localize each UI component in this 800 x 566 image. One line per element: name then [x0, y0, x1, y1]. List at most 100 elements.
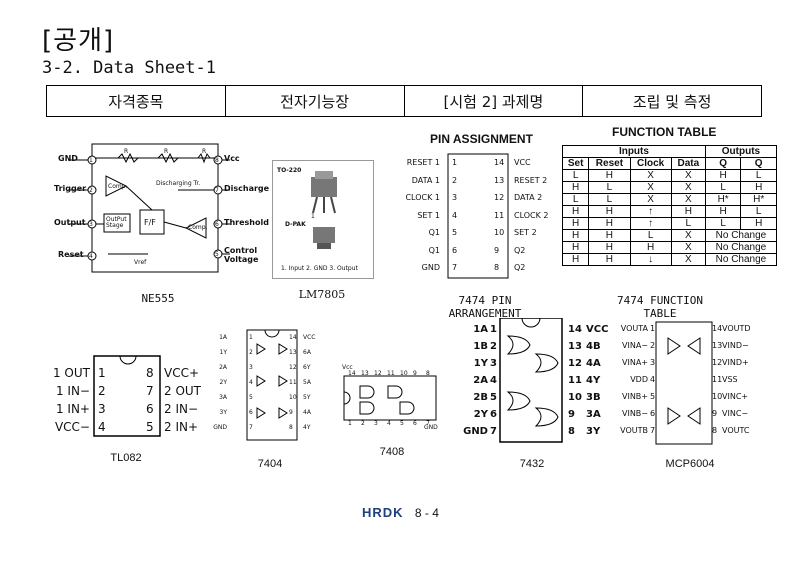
- ic7432-pin-label: 1B: [473, 341, 488, 352]
- ne555-pin-control: Control Voltage: [224, 246, 259, 264]
- ic7408-pin-number: 8: [426, 370, 430, 377]
- tl082-pin-number: 1: [98, 366, 106, 380]
- ft-col: Clock: [629, 157, 672, 170]
- ic7432-pin-label: 4B: [586, 341, 601, 352]
- ic7474-pin-number: 2: [452, 175, 458, 185]
- ic7474-pin-number: 7: [452, 263, 458, 272]
- ic7408-pin-number: 4: [387, 420, 391, 427]
- lm7805-package: D-PAK: [285, 221, 306, 228]
- function-table: Inputs Outputs Set Reset Clock Data Q Q …: [561, 145, 778, 266]
- ic7474-pin-label: RESET 1: [406, 158, 440, 167]
- ic7408-pin-number: 14: [348, 370, 356, 377]
- ne555-block: F/F: [144, 218, 156, 227]
- mcp6004-pin-number: 7: [650, 426, 656, 435]
- ft-col: Q: [740, 157, 777, 170]
- ic7474-pin-label: RESET 2: [514, 175, 548, 185]
- ic7404-pin-number: 3: [249, 364, 253, 371]
- ic7432-pin-label: 2Y: [473, 409, 488, 420]
- section-title: 3-2. Data Sheet-1: [42, 58, 216, 78]
- ic7404-pin-number: 2: [249, 349, 253, 356]
- ic7404-pin-number: 11: [289, 379, 297, 386]
- ic7474-pin-label: CLOCK 1: [405, 193, 440, 202]
- ic7432-pin-number: 2: [490, 341, 497, 352]
- ft-cell: L: [740, 205, 777, 218]
- mcp6004-pin-label: VSS: [722, 375, 738, 384]
- ic7404-pin-number: 1: [249, 334, 253, 341]
- ic7432-pin-label: 1Y: [473, 358, 488, 369]
- ic7474-pin-label: Q1: [428, 228, 440, 237]
- ic7432-pin-number: 14: [568, 324, 582, 335]
- ne555-pin-num: 2: [89, 187, 93, 194]
- ne555-pin-threshold: Threshold: [224, 218, 269, 227]
- tl082-pin-label: 2 IN+: [164, 420, 199, 434]
- ne555-block: Comp.: [108, 183, 128, 190]
- info-cell: [시험 2] 과제명: [405, 86, 584, 116]
- ic7404-pin-number: 14: [289, 334, 297, 341]
- ic7404-pin-label: 2Y: [219, 379, 227, 386]
- ft-cell: H: [561, 205, 590, 218]
- ne555-resistor: R: [164, 148, 169, 155]
- ft-cell: H: [588, 169, 631, 182]
- tl082-pin-number: 6: [146, 402, 154, 416]
- ic7408-pin-number: 9: [413, 370, 417, 377]
- ic7404-pin-number: 4: [249, 379, 253, 386]
- ic7404-pin-number: 7: [249, 424, 253, 431]
- tl082-pin-number: 2: [98, 384, 106, 398]
- tl082-pin-number: 8: [146, 366, 154, 380]
- mcp6004-pin-label: VINC−: [722, 409, 749, 418]
- tl082-caption: TL082: [110, 452, 142, 464]
- ft-col: Data: [670, 157, 706, 170]
- ft-col: Reset: [588, 157, 631, 170]
- ic7404-caption: 7404: [257, 458, 283, 470]
- ft-cell: H: [670, 205, 706, 218]
- ic7432-pin-number: 12: [568, 358, 582, 369]
- ic7432-pin-number: 3: [490, 358, 497, 369]
- tl082-pin-label: 2 OUT: [164, 384, 202, 398]
- mcp6004-pin-number: 13: [712, 341, 723, 350]
- ic7404-pin-label: 3Y: [219, 409, 227, 416]
- ft-cell: L: [588, 193, 631, 206]
- ft-cell: H: [704, 169, 742, 182]
- ft-cell: X: [670, 193, 706, 206]
- ne555-block: OutPut Stage: [106, 216, 127, 229]
- pin-assignment-title: PIN ASSIGNMENT: [430, 132, 533, 146]
- mcp6004-pin-label: VINC+: [722, 392, 749, 401]
- ic7404-pin-number: 13: [289, 349, 297, 356]
- ic7432-pin-label: 2A: [473, 375, 488, 386]
- ic7432-pin-label: VCC: [586, 324, 609, 335]
- mcp6004-pin-number: 2: [650, 341, 656, 350]
- ft-cell: L: [704, 217, 742, 230]
- ft-cell: L: [704, 181, 742, 194]
- ic7474-pin-number: 3: [452, 193, 458, 202]
- function-table-caption: 7474 FUNCTION TABLE: [616, 294, 704, 320]
- ic7474-pin-number: 5: [452, 228, 458, 237]
- tl082-pin-label: 1 IN−: [55, 384, 90, 398]
- ic7408-pin-number: 2: [361, 420, 365, 427]
- ic7404-pin-label: 5Y: [303, 394, 311, 401]
- ic7404-pin-number: 5: [249, 394, 253, 401]
- ne555-block: Comp.: [188, 224, 208, 231]
- ic7408-pin-number: 13: [361, 370, 369, 377]
- ic7474-pin-label: DATA 1: [411, 175, 440, 185]
- lm7805-diagram: TO-220 1 D-PAK 1. Input 2. GND 3. Output: [272, 160, 374, 279]
- mcp6004-pin-label: VDD: [630, 375, 648, 384]
- ic7432-pin-number: 7: [490, 426, 497, 437]
- ic7404-pin-label: 5A: [303, 379, 311, 386]
- info-table: 자격종목 전자기능장 [시험 2] 과제명 조립 및 측정: [46, 85, 762, 117]
- hrdk-logo: HRDK: [362, 505, 404, 520]
- ne555-pin-num: 5: [215, 251, 219, 258]
- lm7805-caption: LM7805: [298, 288, 346, 301]
- tl082-pin-label: 1 IN+: [55, 402, 90, 416]
- ic7432-pin-number: 5: [490, 392, 497, 403]
- ic7404-pin-label: 1Y: [219, 349, 227, 356]
- ne555-caption: NE555: [141, 292, 175, 305]
